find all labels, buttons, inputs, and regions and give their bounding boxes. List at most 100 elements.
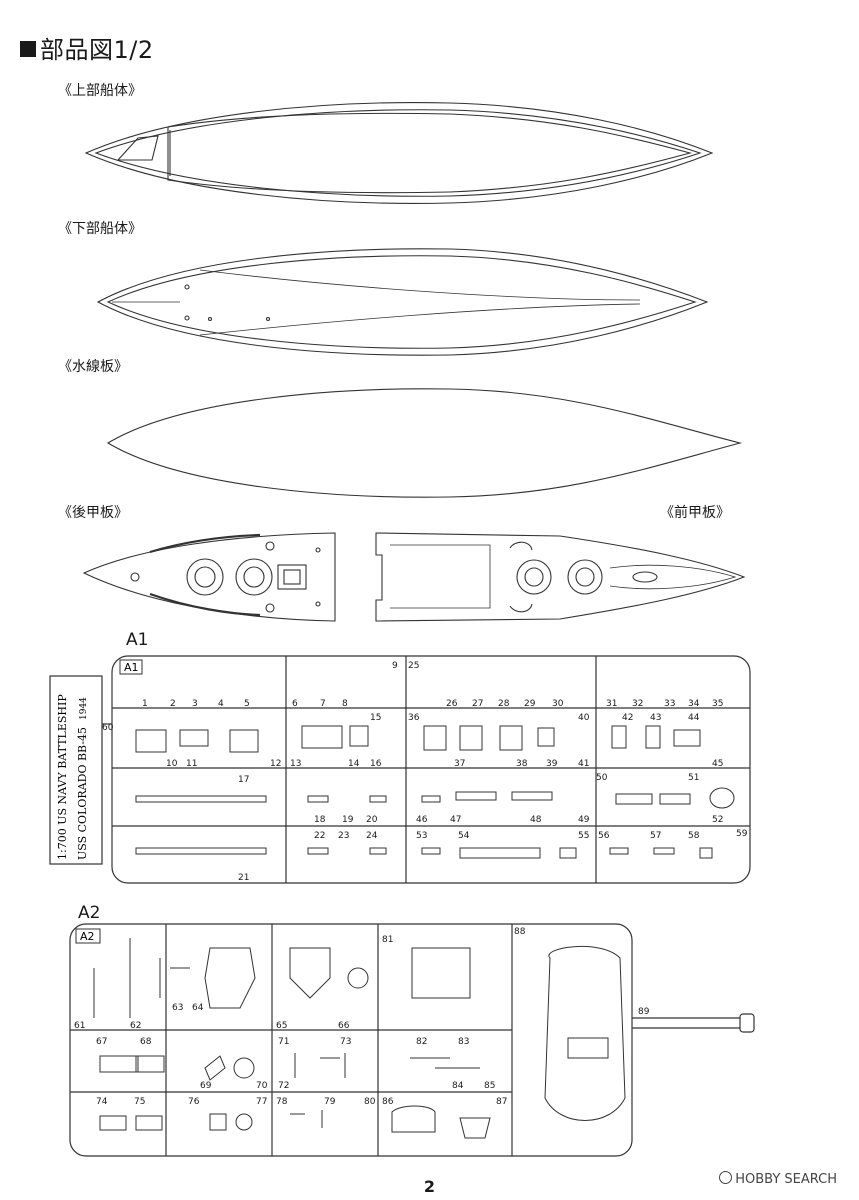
label-front-deck: 《前甲板》 [660, 505, 730, 521]
page-title: 部品図1/2 [20, 30, 154, 65]
sprue-a2-tab [75, 928, 101, 944]
part-58: 58 [688, 831, 700, 841]
part-15: 15 [370, 713, 381, 723]
part-62: 62 [130, 1021, 141, 1031]
part-57: 57 [650, 831, 661, 841]
sprue-a2-tab-label: A2 [80, 930, 95, 943]
part-28: 28 [498, 699, 510, 709]
part-29: 29 [524, 699, 536, 709]
part-87: 87 [496, 1097, 507, 1107]
part-71: 71 [278, 1037, 289, 1047]
part-48: 48 [530, 815, 542, 825]
part-18: 18 [314, 815, 326, 825]
part-56: 56 [598, 831, 610, 841]
part-24: 24 [366, 831, 378, 841]
rear-deck-drawing [82, 532, 336, 622]
part-23: 23 [338, 831, 349, 841]
part-1: 1 [142, 699, 148, 709]
part-35: 35 [712, 699, 723, 709]
page-number: 2 [423, 1177, 436, 1196]
watermark-logo-icon [719, 1171, 733, 1184]
part-16: 16 [370, 759, 382, 769]
part-64: 64 [192, 1003, 204, 1013]
part-68: 68 [140, 1037, 152, 1047]
part-60: 60 [102, 723, 114, 733]
part-6: 6 [292, 699, 298, 709]
front-deck-drawing [375, 532, 746, 622]
part-31: 31 [606, 699, 617, 709]
part-50: 50 [596, 773, 608, 783]
part-74: 74 [96, 1097, 108, 1107]
sprue-a1-label: A1 [126, 630, 149, 650]
part-52: 52 [712, 815, 723, 825]
part-27: 27 [472, 699, 483, 709]
sprue-a1-name-plate [49, 675, 103, 865]
part-38: 38 [516, 759, 528, 769]
plate-text-colorado: USS COLORADO BB-45 [76, 727, 89, 860]
part-39: 39 [546, 759, 558, 769]
part-53: 53 [416, 831, 427, 841]
part-11: 11 [186, 759, 197, 769]
part-78: 78 [276, 1097, 288, 1107]
sprue-a2-label: A2 [78, 903, 101, 923]
part-26: 26 [446, 699, 458, 709]
sprue-a2-frame [69, 923, 633, 1157]
part-82: 82 [416, 1037, 427, 1047]
plate-text-navy: 1:700 US NAVY BATTLESHIP [56, 694, 69, 860]
part-51: 51 [688, 773, 699, 783]
part-34: 34 [688, 699, 700, 709]
part-83: 83 [458, 1037, 469, 1047]
part-86: 86 [382, 1097, 394, 1107]
part-8: 8 [342, 699, 348, 709]
part-84: 84 [452, 1081, 464, 1091]
part-17: 17 [238, 775, 249, 785]
part-20: 20 [366, 815, 378, 825]
part-67: 67 [96, 1037, 107, 1047]
part-54: 54 [458, 831, 470, 841]
part-76: 76 [188, 1097, 200, 1107]
watermark: HOBBY SEARCH [719, 1171, 837, 1187]
part-73: 73 [340, 1037, 351, 1047]
sprue-a1-tab [119, 659, 143, 675]
part-7: 7 [320, 699, 326, 709]
part-41: 41 [578, 759, 589, 769]
part-63: 63 [172, 1003, 183, 1013]
part-30: 30 [552, 699, 564, 709]
part-89: 89 [638, 1007, 650, 1017]
part-46: 46 [416, 815, 428, 825]
part-44: 44 [688, 713, 700, 723]
part-77: 77 [256, 1097, 267, 1107]
part-79: 79 [324, 1097, 336, 1107]
label-waterline: 《水線板》 [58, 359, 128, 375]
label-lower-hull: 《下部船体》 [58, 221, 142, 237]
part-43: 43 [650, 713, 661, 723]
part-47: 47 [450, 815, 461, 825]
part-69: 69 [200, 1081, 212, 1091]
part-49: 49 [578, 815, 590, 825]
part-36: 36 [408, 713, 420, 723]
part-4: 4 [218, 699, 224, 709]
part-22: 22 [314, 831, 325, 841]
part-33: 33 [664, 699, 675, 709]
part-80: 80 [364, 1097, 376, 1107]
part-2: 2 [170, 699, 176, 709]
sprue-a1-frame [111, 655, 751, 884]
part-75: 75 [134, 1097, 145, 1107]
part-9: 9 [392, 661, 398, 671]
waterline-plate-drawing [106, 388, 743, 498]
part-81: 81 [382, 935, 393, 945]
upper-hull-drawing [84, 102, 714, 204]
sprue-a1-tab-label: A1 [124, 661, 139, 674]
part-40: 40 [578, 713, 590, 723]
part-59: 59 [736, 829, 748, 839]
part-25: 25 [408, 661, 419, 671]
sprue-a1: A1 1:700 US NAVY BATTLESHIP USS COLORADO… [49, 655, 751, 884]
hull-drawings [82, 102, 746, 622]
part-85: 85 [484, 1081, 495, 1091]
part-13: 13 [290, 759, 301, 769]
sprue-a2: A2 61 62 63 64 65 66 67 68 69 70 71 72 [69, 923, 755, 1157]
part-37: 37 [454, 759, 465, 769]
part-21: 21 [238, 873, 249, 883]
part-65: 65 [276, 1021, 287, 1031]
part-32: 32 [632, 699, 643, 709]
